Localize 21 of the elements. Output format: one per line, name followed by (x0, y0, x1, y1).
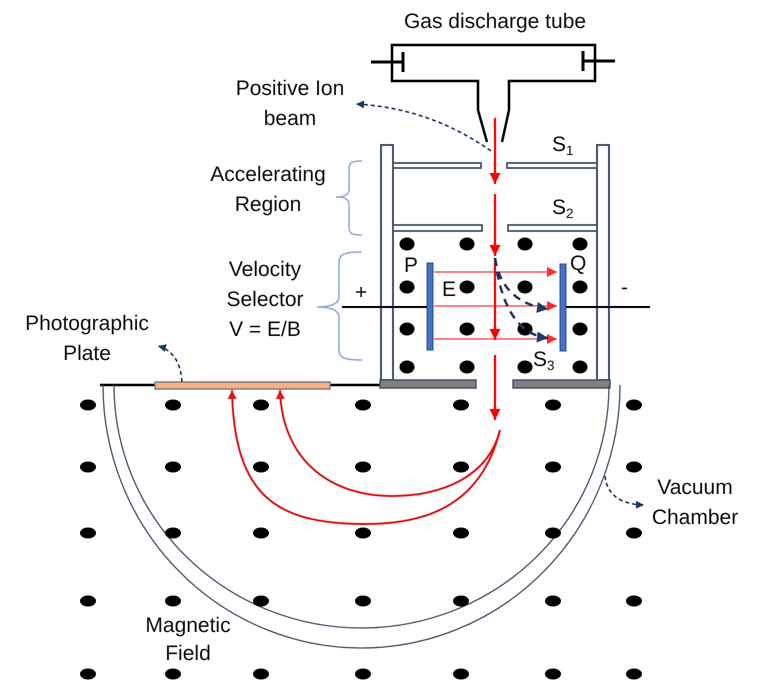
leader-arrow (356, 100, 492, 152)
plate-label: P (404, 254, 418, 278)
beam-label: Positive Ion beam (225, 74, 355, 134)
trajectory-arrow (228, 390, 501, 525)
slit-label: S$_{2}$ (552, 196, 574, 220)
slit-label: S$_{3}$ (533, 348, 554, 372)
field-label: E (442, 278, 456, 302)
photographic-plate (154, 381, 331, 390)
leader-arrow (604, 476, 644, 508)
trajectory-arrow (276, 390, 501, 497)
polarity-sign: - (621, 276, 628, 300)
chamber-label: Vacuum Chamber (645, 473, 745, 533)
plate-label: Q (570, 252, 586, 276)
region-label: Accelerating Region (209, 162, 327, 218)
field-label: Magnetic Field (144, 613, 232, 667)
slit-label: S$_{1}$ (552, 133, 574, 157)
leader-arrow (158, 344, 183, 382)
tube-label: Gas discharge tube (402, 9, 588, 35)
photographic-plate-label: Photographic Plate (17, 309, 157, 369)
polarity-sign: + (355, 281, 368, 305)
selector-label: Velocity Selector V = E/B (225, 257, 305, 343)
